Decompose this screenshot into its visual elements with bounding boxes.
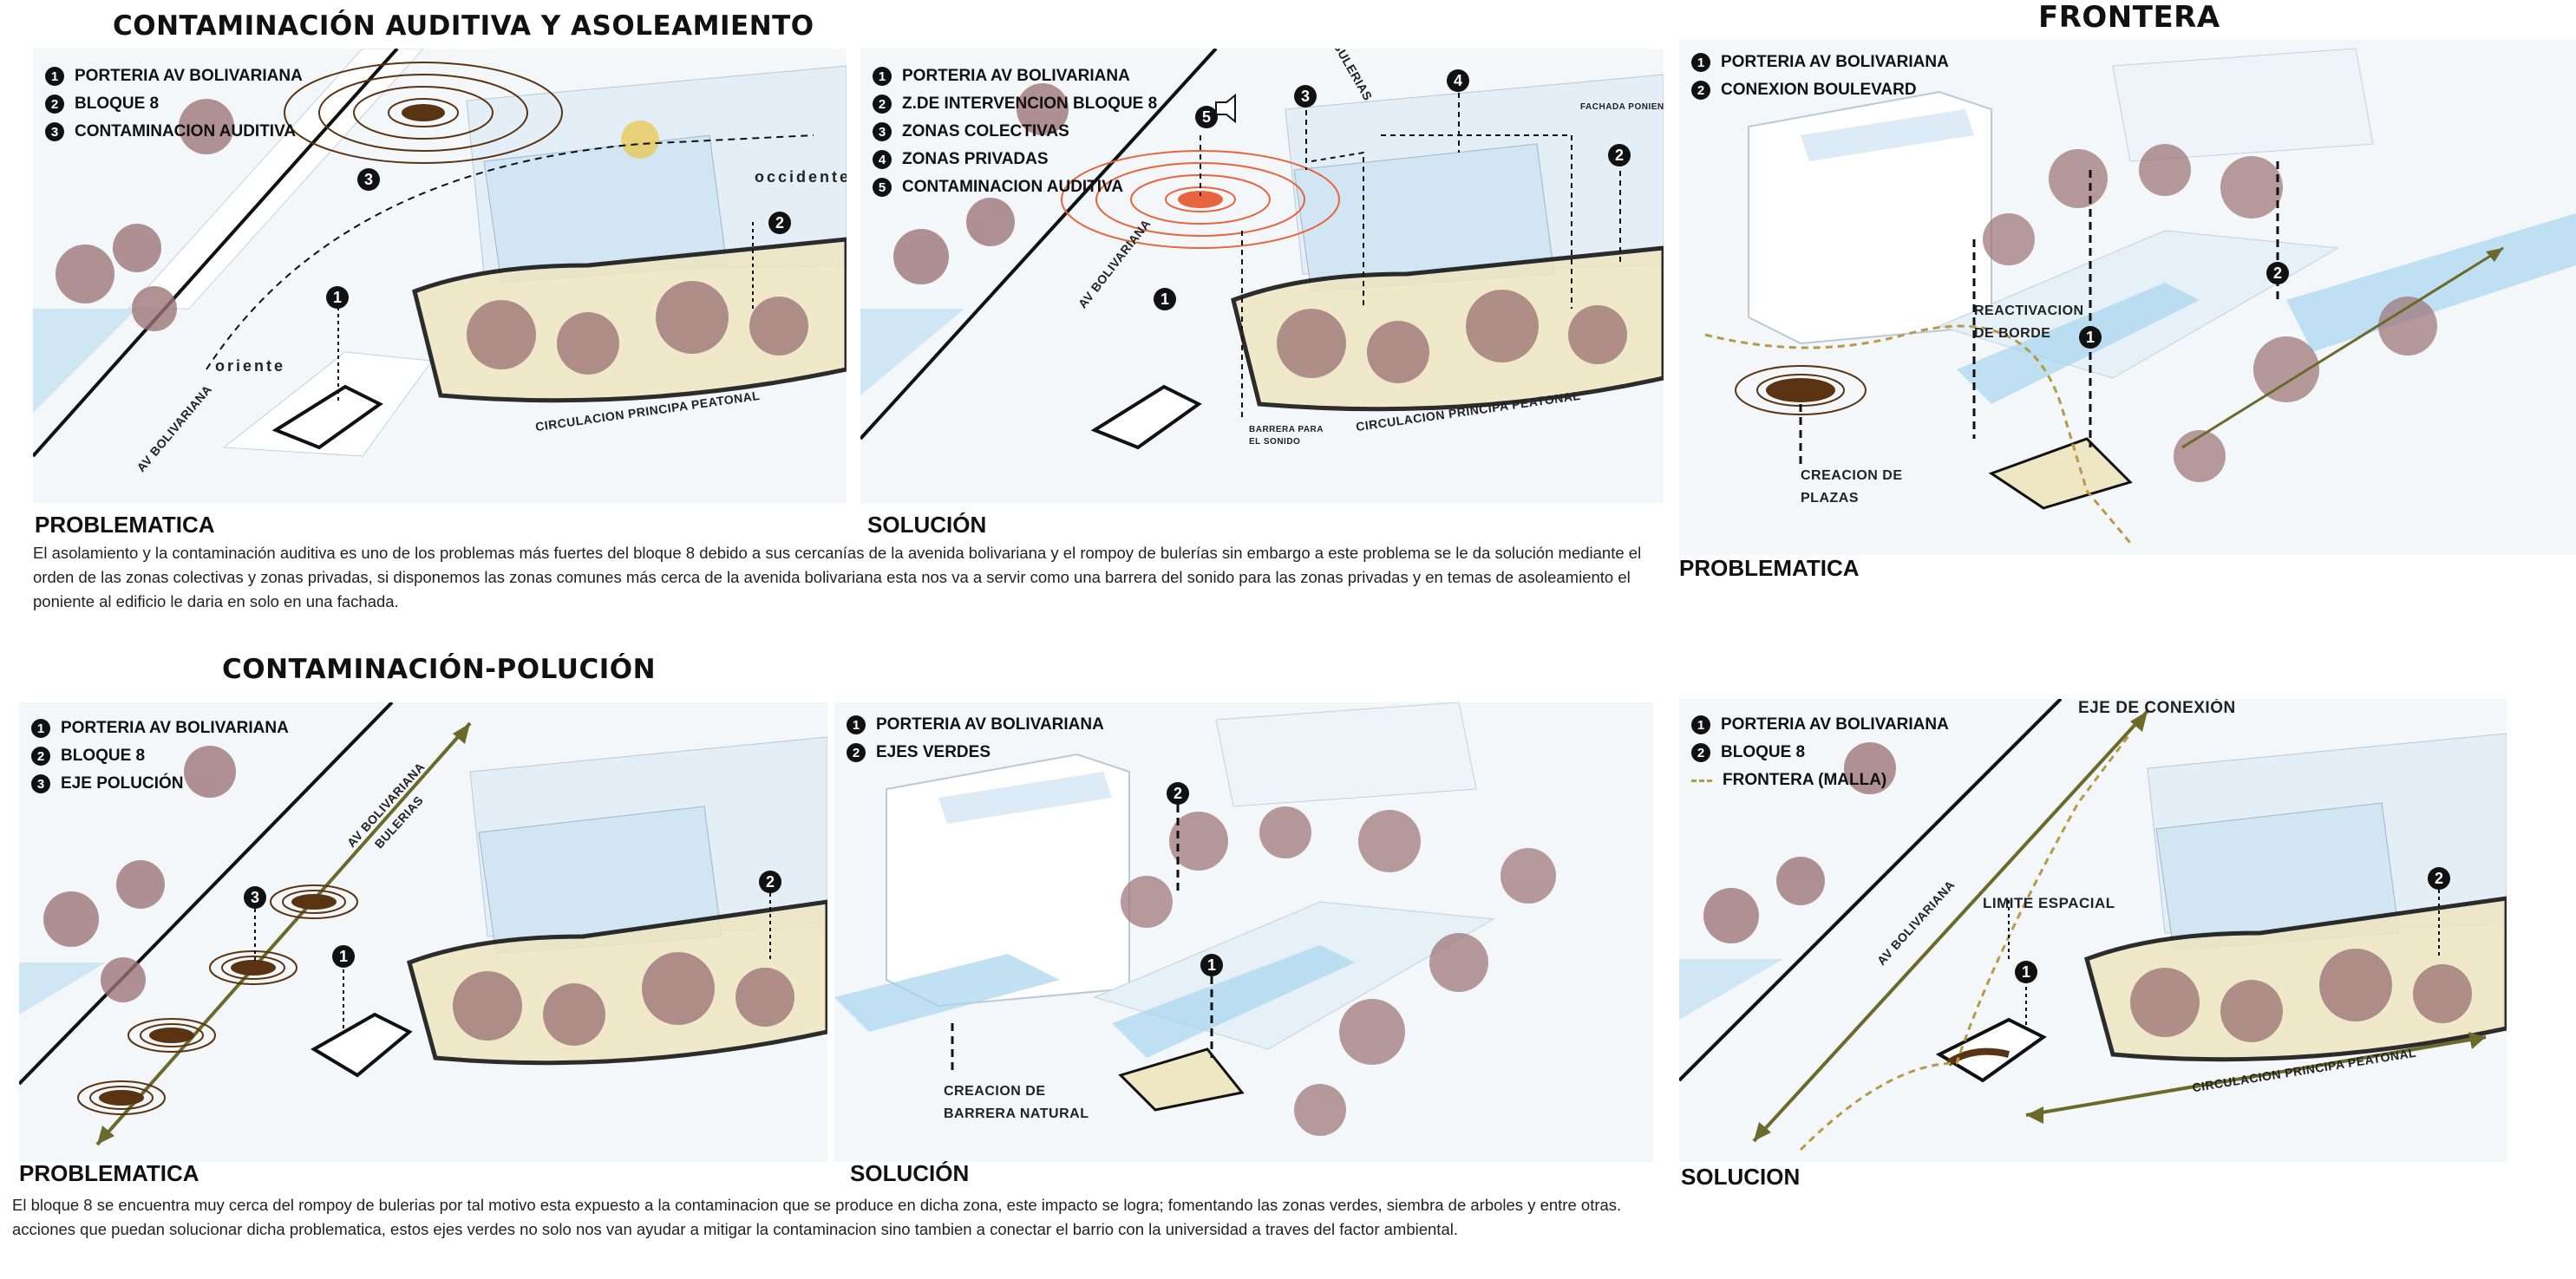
number-badge-icon: 1 [847,715,866,734]
caption-panel2: SOLUCIÓN [867,512,987,538]
number-badge-icon: 2 [847,743,866,762]
label-barrera-1: CREACION DE [944,1084,1046,1099]
marker-3-icon: 3 [357,168,380,191]
caption-panel5: SOLUCIÓN [850,1160,970,1186]
label-occidente: occidente [755,168,847,186]
section-title-polucion: CONTAMINACIÓN-POLUCIÓN [222,654,657,685]
number-badge-icon: 2 [873,95,892,114]
marker-2-icon: 2 [2428,867,2450,890]
dashed-line-icon [1691,779,1712,782]
marker-1-icon: 1 [332,945,355,968]
marker-3-icon: 3 [1294,85,1317,108]
number-badge-icon: 1 [1691,53,1710,72]
section-title-auditiva: CONTAMINACIÓN AUDITIVA Y ASOLEAMIENTO [113,10,814,42]
marker-1-icon: 1 [1200,954,1223,976]
label-barrera-1: BARRERA PARA [1249,425,1324,434]
number-badge-icon: 3 [31,774,50,793]
axonometric-map [33,49,847,503]
number-badge-icon: 4 [873,150,892,169]
number-badge-icon: 2 [1691,743,1710,762]
caption-panel4: PROBLEMATICA [19,1160,199,1186]
marker-2-icon: 2 [759,871,781,893]
label-eje-conexion: EJE DE CONEXIÓN [2078,699,2236,717]
axonometric-map [1679,699,2507,1162]
label-barrera-2: BARRERA NATURAL [944,1106,1089,1121]
axonometric-map [860,49,1664,503]
label-limite-espacial: LIMITE ESPACIAL [1983,895,2115,911]
number-badge-icon: 3 [873,122,892,141]
marker-3-icon: 3 [244,886,266,909]
label-reactivacion-1: REACTIVACION [1974,303,2084,318]
number-badge-icon: 1 [45,67,64,86]
number-badge-icon: 5 [873,178,892,197]
marker-2-icon: 2 [1608,144,1631,166]
number-badge-icon: 1 [873,67,892,86]
caption-panel1: PROBLEMATICA [35,512,215,538]
label-plazas-1: CREACION DE [1801,468,1903,483]
marker-1-icon: 1 [2079,326,2102,349]
paragraph-auditiva: El asolamiento y la contaminación auditi… [33,544,1642,610]
marker-1-icon: 1 [326,286,349,309]
marker-2-icon: 2 [768,212,791,234]
label-barrera-2: EL SONIDO [1249,437,1301,447]
label-oriente: oriente [215,357,286,375]
number-badge-icon: 2 [31,747,50,766]
axonometric-map [1679,40,2576,555]
label-plazas-2: PLAZAS [1801,491,1859,506]
caption-panel6: SOLUCION [1681,1164,1801,1190]
paragraph-polucion: El bloque 8 se encuentra muy cerca del r… [12,1196,1622,1238]
axonometric-map [19,702,827,1162]
marker-2-icon: 2 [1167,782,1189,805]
axonometric-map [834,702,1653,1162]
legend-item: FRONTERA (MALLA) [1691,767,1949,794]
marker-1-icon: 1 [2015,961,2037,983]
label-fachada: FACHADA PONIENTE [1580,102,1664,112]
marker-5-icon: 5 [1195,106,1218,128]
number-badge-icon: 1 [1691,715,1710,734]
section-title-frontera: FRONTERA [2038,0,2220,35]
caption-panel3: PROBLEMATICA [1679,555,1860,581]
number-badge-icon: 2 [1691,81,1710,100]
label-reactivacion-2: DE BORDE [1974,326,2051,341]
marker-1-icon: 1 [1154,288,1176,310]
marker-4-icon: 4 [1447,69,1469,92]
marker-2-icon: 2 [2266,262,2289,284]
number-badge-icon: 3 [45,122,64,141]
number-badge-icon: 1 [31,719,50,738]
number-badge-icon: 2 [45,95,64,114]
